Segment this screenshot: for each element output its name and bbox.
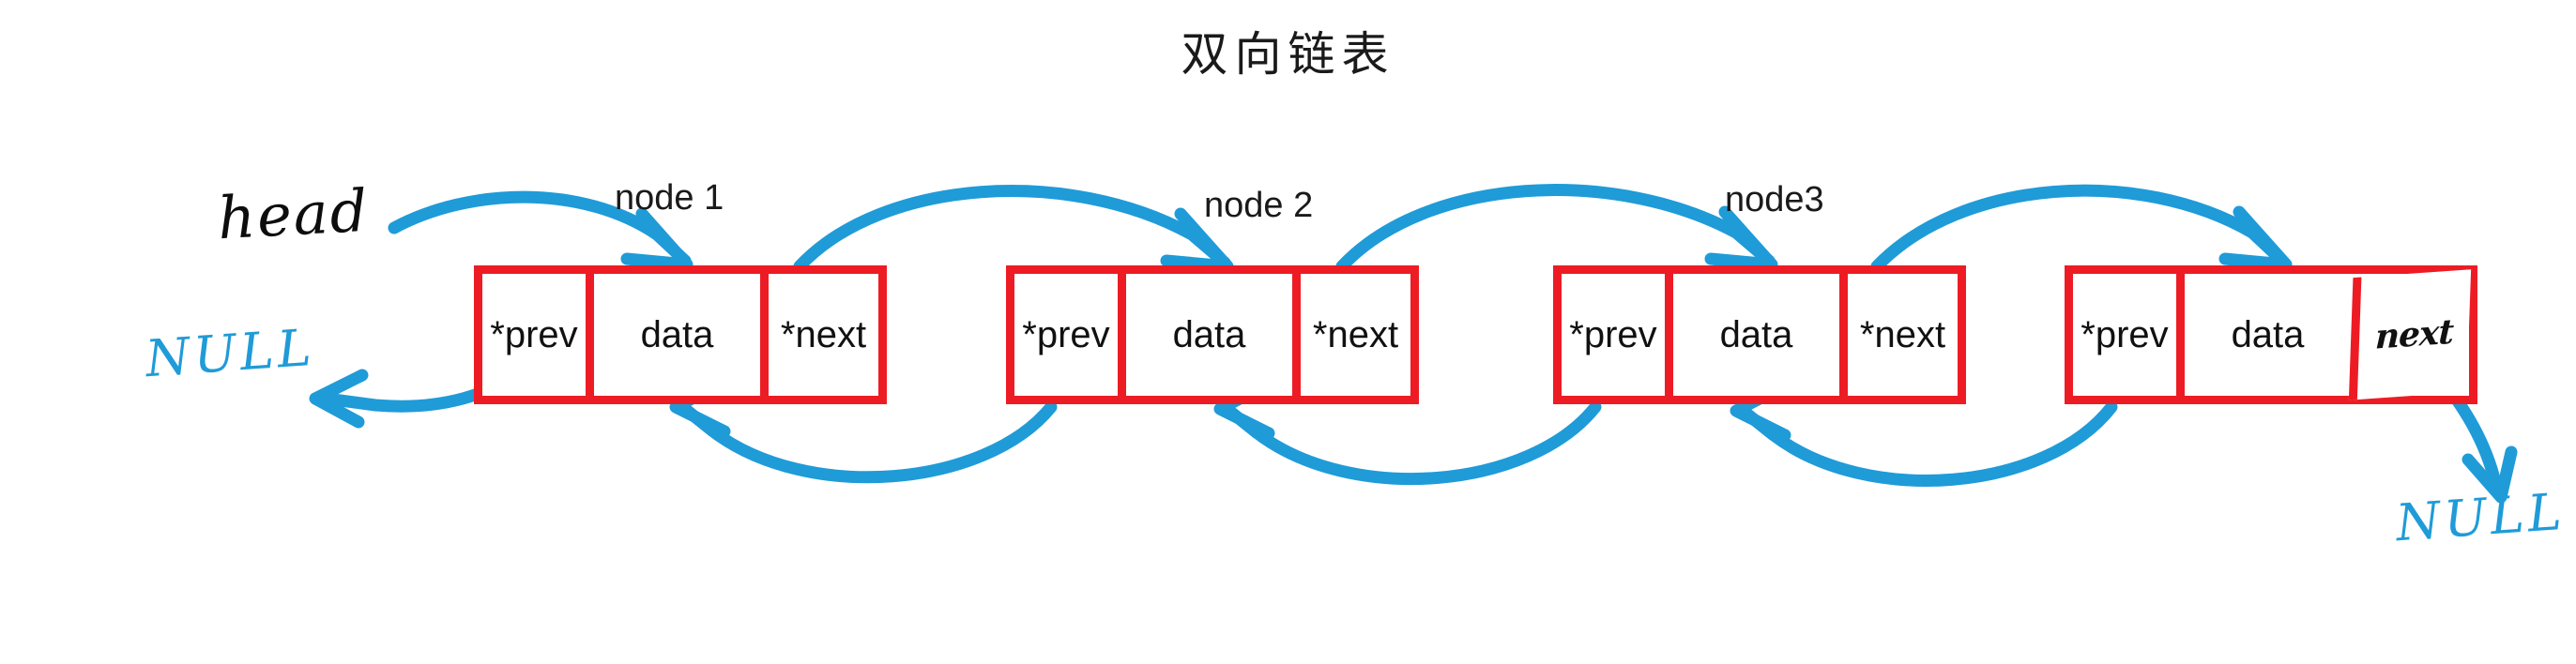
- node-4-prev-cell: *prev: [2073, 274, 2176, 396]
- node-3-prev-cell: *prev: [1562, 274, 1665, 396]
- node-1-data-cell: data: [586, 274, 760, 396]
- arrow-node1-next-to-node2: [793, 185, 1234, 273]
- arrow-node3-next-to-node4: [1870, 184, 2293, 273]
- node-3-data-cell: data: [1665, 274, 1839, 396]
- node-2: *prev data *next: [1006, 265, 1419, 404]
- node-3: *prev data *next: [1553, 265, 1966, 404]
- node-4-data-cell: data: [2176, 274, 2351, 396]
- node-2-next-cell: *next: [1292, 274, 1410, 396]
- node-1-next-cell: *next: [760, 274, 878, 396]
- node-1-prev-cell: *prev: [482, 274, 586, 396]
- page-title: 双向链表: [1181, 27, 1395, 82]
- node-3-next-cell: *next: [1839, 274, 1958, 396]
- arrow-head-to-node1: [388, 190, 694, 271]
- arrow-node2-next-to-node3: [1335, 184, 1778, 273]
- node-label-1: node 1: [615, 178, 724, 218]
- node-1: *prev data *next: [474, 265, 887, 404]
- node-2-prev-cell: *prev: [1014, 274, 1118, 396]
- node-4: *prev data next: [2065, 265, 2477, 404]
- node-label-2: node 2: [1204, 186, 1314, 225]
- node-2-data-cell: data: [1118, 274, 1292, 396]
- node-4-next-cell: next: [2348, 269, 2472, 400]
- node-label-3: node3: [1725, 180, 1824, 219]
